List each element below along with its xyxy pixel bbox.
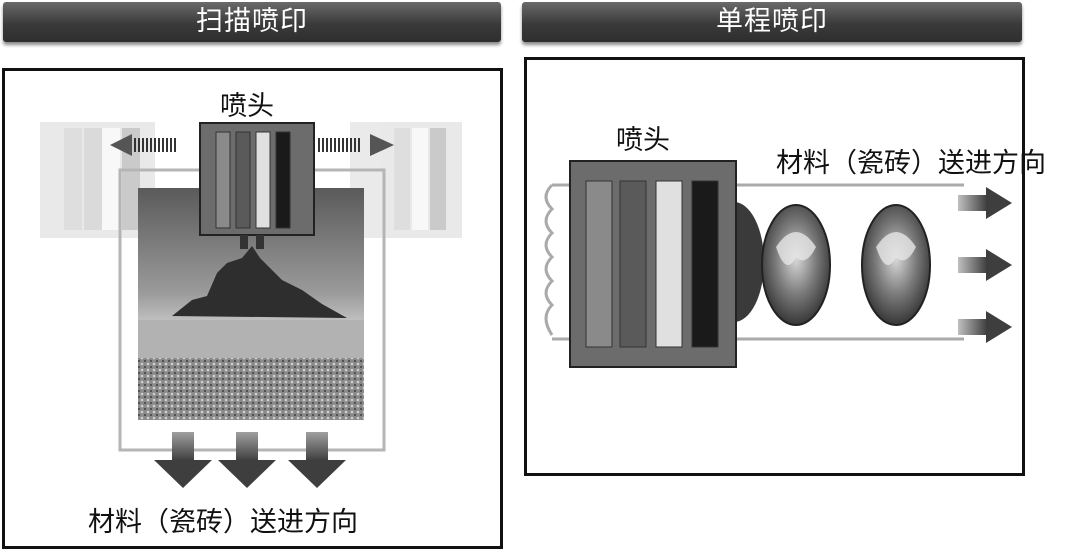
scan-arrow-right	[318, 134, 394, 156]
single-pass-title-bar: 单程喷印	[522, 2, 1022, 42]
tile-photo	[138, 188, 364, 420]
feed-arrow-right-3	[958, 311, 1012, 343]
scan-head-label: 喷头	[220, 91, 274, 122]
scan-printing-diagram	[40, 122, 462, 488]
single-pass-head-label: 喷头	[616, 125, 670, 156]
single-pass-title: 单程喷印	[716, 6, 828, 37]
conveyor-tile-2	[761, 204, 831, 326]
ghost-head-left	[40, 122, 155, 238]
conveyor-tile-3	[861, 204, 931, 326]
single-pass-direction-label: 材料（瓷砖）送进方向	[776, 148, 1046, 179]
single-pass-print-head	[569, 160, 737, 368]
feed-arrow-down-2	[218, 432, 276, 488]
ghost-head-right	[350, 122, 462, 238]
scan-direction-label: 材料（瓷砖）送进方向	[88, 507, 358, 538]
feed-arrow-right-2	[958, 249, 1012, 281]
single-pass-diagram	[544, 160, 1012, 368]
feed-arrow-right-1	[958, 187, 1012, 219]
scan-arrow-left	[110, 134, 178, 156]
scan-printing-title: 扫描喷印	[196, 6, 308, 37]
scan-print-head	[199, 122, 315, 249]
scan-printing-title-bar: 扫描喷印	[3, 2, 501, 42]
feed-arrow-down-3	[288, 432, 346, 488]
feed-arrow-down-1	[154, 432, 212, 488]
